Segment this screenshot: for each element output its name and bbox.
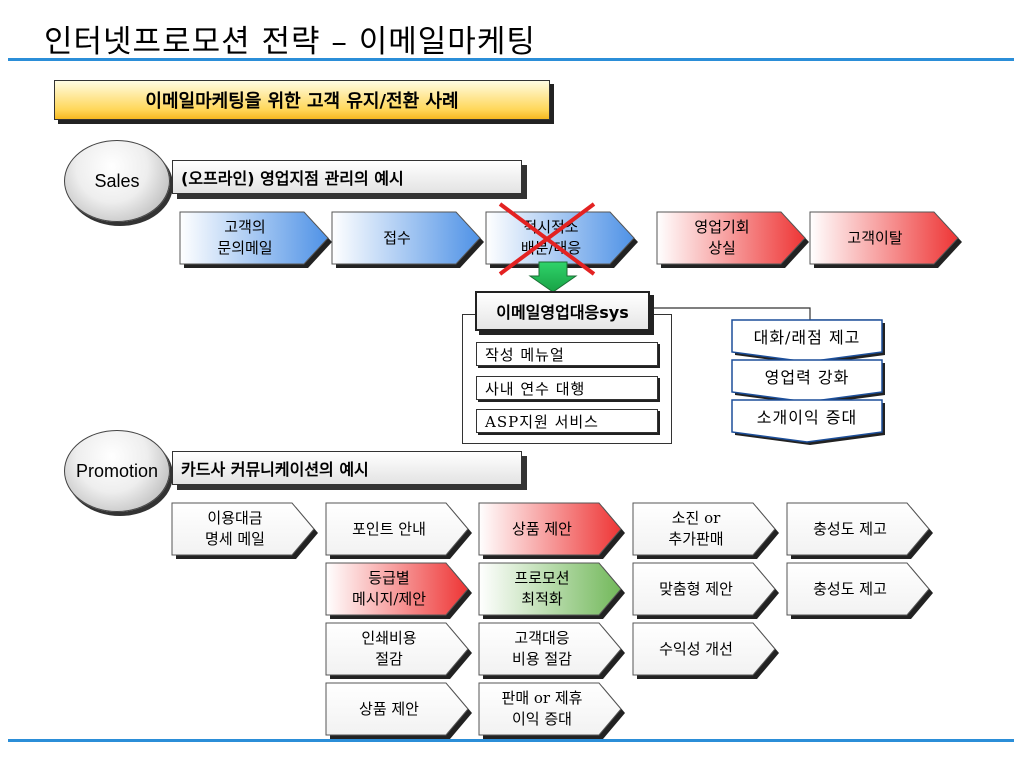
sales-flow-step-5: 고객이탈 [847, 228, 903, 247]
sales-flow-step-1: 고객의 문의메일 [217, 218, 273, 257]
promotion-step-12: 수익성 개선 [659, 639, 733, 658]
promotion-step-10-shape [325, 622, 472, 679]
bottom-divider [8, 739, 1014, 742]
sales-flow-step-5-shape [809, 211, 962, 268]
system-item-manual: 작성 메뉴얼 [476, 342, 658, 366]
promotion-step-6-shape [325, 562, 472, 619]
promotion-step-1: 이용대금 명세 메일 [205, 509, 265, 548]
page-title: 인터넷프로모션 전략 – 이메일마케팅 [44, 24, 536, 60]
promotion-step-14-shape [478, 682, 625, 739]
promotion-step-9: 충성도 제고 [813, 579, 887, 598]
effect-shape-2 [731, 359, 885, 405]
promotion-step-11-shape [478, 622, 625, 679]
down-arrow-icon [528, 261, 578, 293]
promotion-step-11: 고객대응 비용 절감 [512, 629, 572, 668]
sales-flow-step-1-shape [179, 211, 332, 268]
promotion-step-3: 상품 제안 [512, 519, 572, 538]
promotion-step-9-shape [786, 562, 933, 619]
promotion-step-8: 맞춤형 제안 [659, 579, 733, 598]
email-system-box: 이메일영업대응sys [475, 291, 650, 331]
top-divider [8, 58, 1014, 61]
effect-item-2: 영업력 강화 [764, 367, 850, 387]
promotion-step-6: 등급별 메시지/제안 [351, 569, 427, 608]
effect-item-1: 대화/래점 제고 [753, 327, 861, 347]
sales-header: (오프라인) 영업지점 관리의 예시 [172, 160, 522, 194]
promotion-step-13: 상품 제안 [359, 699, 419, 718]
promotion-step-1-shape [171, 502, 318, 559]
promotion-step-7-shape [478, 562, 625, 619]
sales-flow-step-2: 접수 [383, 228, 411, 247]
promotion-step-4-shape [632, 502, 779, 559]
sales-flow-step-4-shape [656, 211, 809, 268]
promotion-step-13-shape [325, 682, 472, 739]
promotion-step-5: 충성도 제고 [813, 519, 887, 538]
sales-flow-step-2-shape [331, 211, 484, 268]
effect-item-3: 소개이익 증대 [756, 407, 858, 427]
promotion-step-10: 인쇄비용 절감 [361, 629, 417, 668]
promotion-step-8-shape [632, 562, 779, 619]
promotion-step-7: 프로모션 최적화 [514, 569, 570, 608]
effect-shape-3 [731, 399, 885, 445]
system-item-training: 사내 연수 대행 [476, 376, 658, 400]
promotion-step-5-shape [786, 502, 933, 559]
promotion-step-3-shape [478, 502, 625, 559]
sales-flow-step-4: 영업기회 상실 [694, 218, 750, 257]
promotion-step-2: 포인트 안내 [352, 519, 426, 538]
promotion-step-12-shape [632, 622, 779, 679]
promotion-oval: Promotion [64, 430, 170, 512]
promotion-step-2-shape [325, 502, 472, 559]
promotion-step-14: 판매 or 제휴 이익 증대 [501, 689, 583, 728]
subtitle-banner: 이메일마케팅을 위한 고객 유지/전환 사례 [54, 80, 550, 120]
effect-shape-1 [731, 319, 885, 365]
sales-oval: Sales [64, 140, 170, 222]
promotion-header: 카드사 커뮤니케이션의 예시 [172, 451, 522, 485]
promotion-step-4: 소진 or 추가판매 [668, 509, 724, 548]
system-item-asp: ASP지원 서비스 [476, 409, 658, 433]
cross-mark [498, 202, 596, 276]
